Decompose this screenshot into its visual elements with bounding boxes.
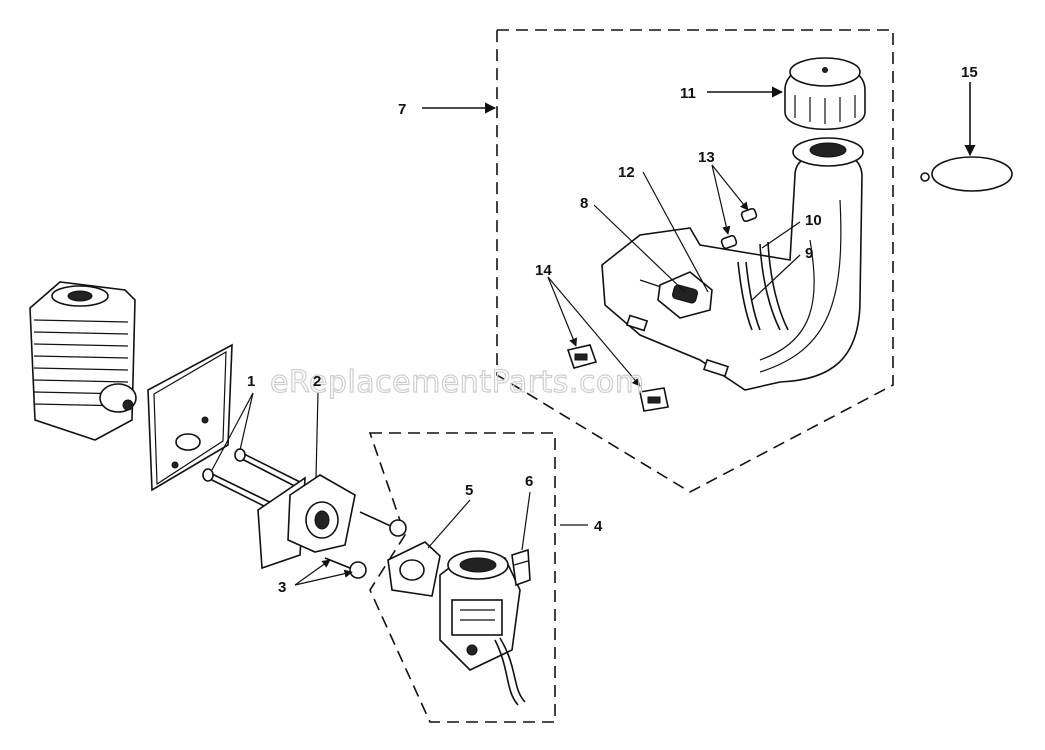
callout-6: 6	[525, 473, 533, 490]
carburetor-icon[interactable]	[439, 550, 526, 706]
callout-5: 5	[465, 482, 473, 499]
carburetor-assembly-outline	[368, 432, 556, 723]
grommets-icon[interactable]	[720, 207, 758, 250]
callout-3: 3	[278, 579, 286, 596]
callout-8: 8	[580, 195, 588, 212]
tank-mounts-icon[interactable]	[566, 344, 669, 412]
insulator-plate-icon[interactable]	[147, 343, 233, 492]
callout-2: 2	[313, 373, 321, 390]
fuel-tank-icon[interactable]	[601, 137, 864, 391]
engine-cylinder-icon[interactable]	[29, 281, 137, 441]
callout-13: 13	[698, 149, 715, 166]
fuel-filter-icon[interactable]	[657, 271, 713, 319]
fuel-cap-icon[interactable]	[784, 57, 866, 131]
callout-1: 1	[247, 373, 255, 390]
callout-4: 4	[594, 518, 603, 535]
callout-11: 11	[680, 85, 696, 102]
short-bolts-icon[interactable]	[324, 511, 407, 579]
callout-14: 14	[535, 262, 552, 279]
leader-lines	[211, 82, 976, 586]
callout-10: 10	[805, 212, 822, 229]
adjustment-screw-icon[interactable]	[511, 548, 531, 587]
carburetor-gasket-icon[interactable]	[387, 541, 441, 597]
retaining-clip-icon[interactable]	[920, 156, 1013, 192]
fuel-lines-icon[interactable]	[737, 241, 789, 331]
callout-9: 9	[805, 245, 813, 262]
callout-7: 7	[398, 101, 406, 118]
callout-12: 12	[618, 164, 635, 181]
watermark-text: eReplacementParts.com	[270, 365, 645, 400]
callout-15: 15	[961, 64, 978, 81]
fuel-tank-assembly-outline	[496, 29, 894, 493]
carburetor-adapter-icon[interactable]	[257, 474, 356, 570]
